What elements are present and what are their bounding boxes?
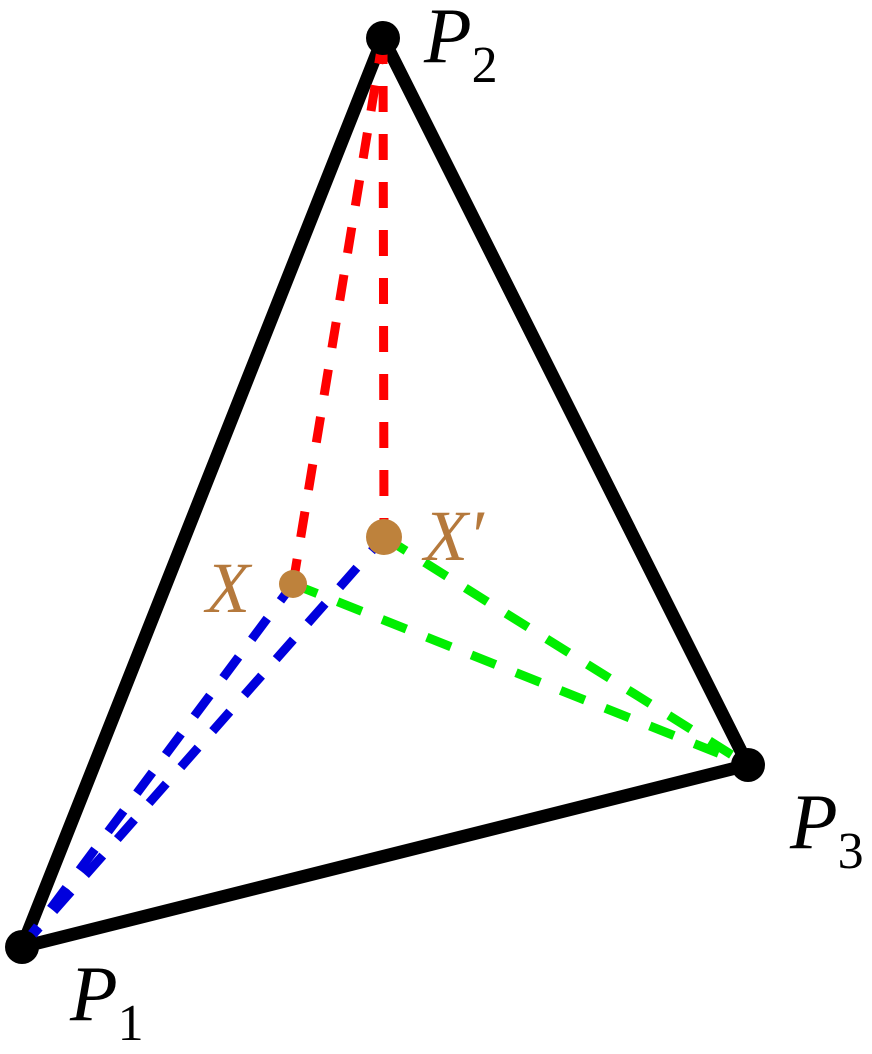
point-label-xprime: X′ (421, 496, 485, 576)
connector-lines (18, 37, 751, 950)
connector-x-to-p3 (291, 579, 750, 770)
interior-point-dots (279, 519, 402, 598)
vertex-dot-p2[interactable] (366, 21, 400, 55)
vertex-label-p2: P2 (423, 0, 498, 94)
connector-xprime-to-p3 (381, 533, 751, 769)
point-label-x: X (203, 548, 253, 628)
vertex-label-p3: P3 (789, 778, 864, 880)
point-dot-xprime[interactable] (366, 519, 402, 555)
vertex-dot-p1[interactable] (5, 930, 39, 964)
point-dot-x[interactable] (279, 570, 307, 598)
vertex-dot-p3[interactable] (731, 748, 765, 782)
edge-p2-p3 (376, 31, 755, 772)
connector-p2-to-xprime (378, 37, 389, 538)
interior-point-labels: X X′ (203, 496, 485, 628)
edge-p1-p3 (15, 758, 755, 954)
triangle-edges (15, 31, 755, 954)
vertex-labels: P1 P2 P3 (69, 0, 864, 1052)
edge-p1-p2 (15, 31, 390, 954)
connector-p1-to-xprime (18, 534, 388, 950)
connector-p2-to-x (288, 37, 388, 585)
vertex-label-p1: P1 (69, 950, 144, 1052)
vertex-dots (5, 21, 765, 964)
